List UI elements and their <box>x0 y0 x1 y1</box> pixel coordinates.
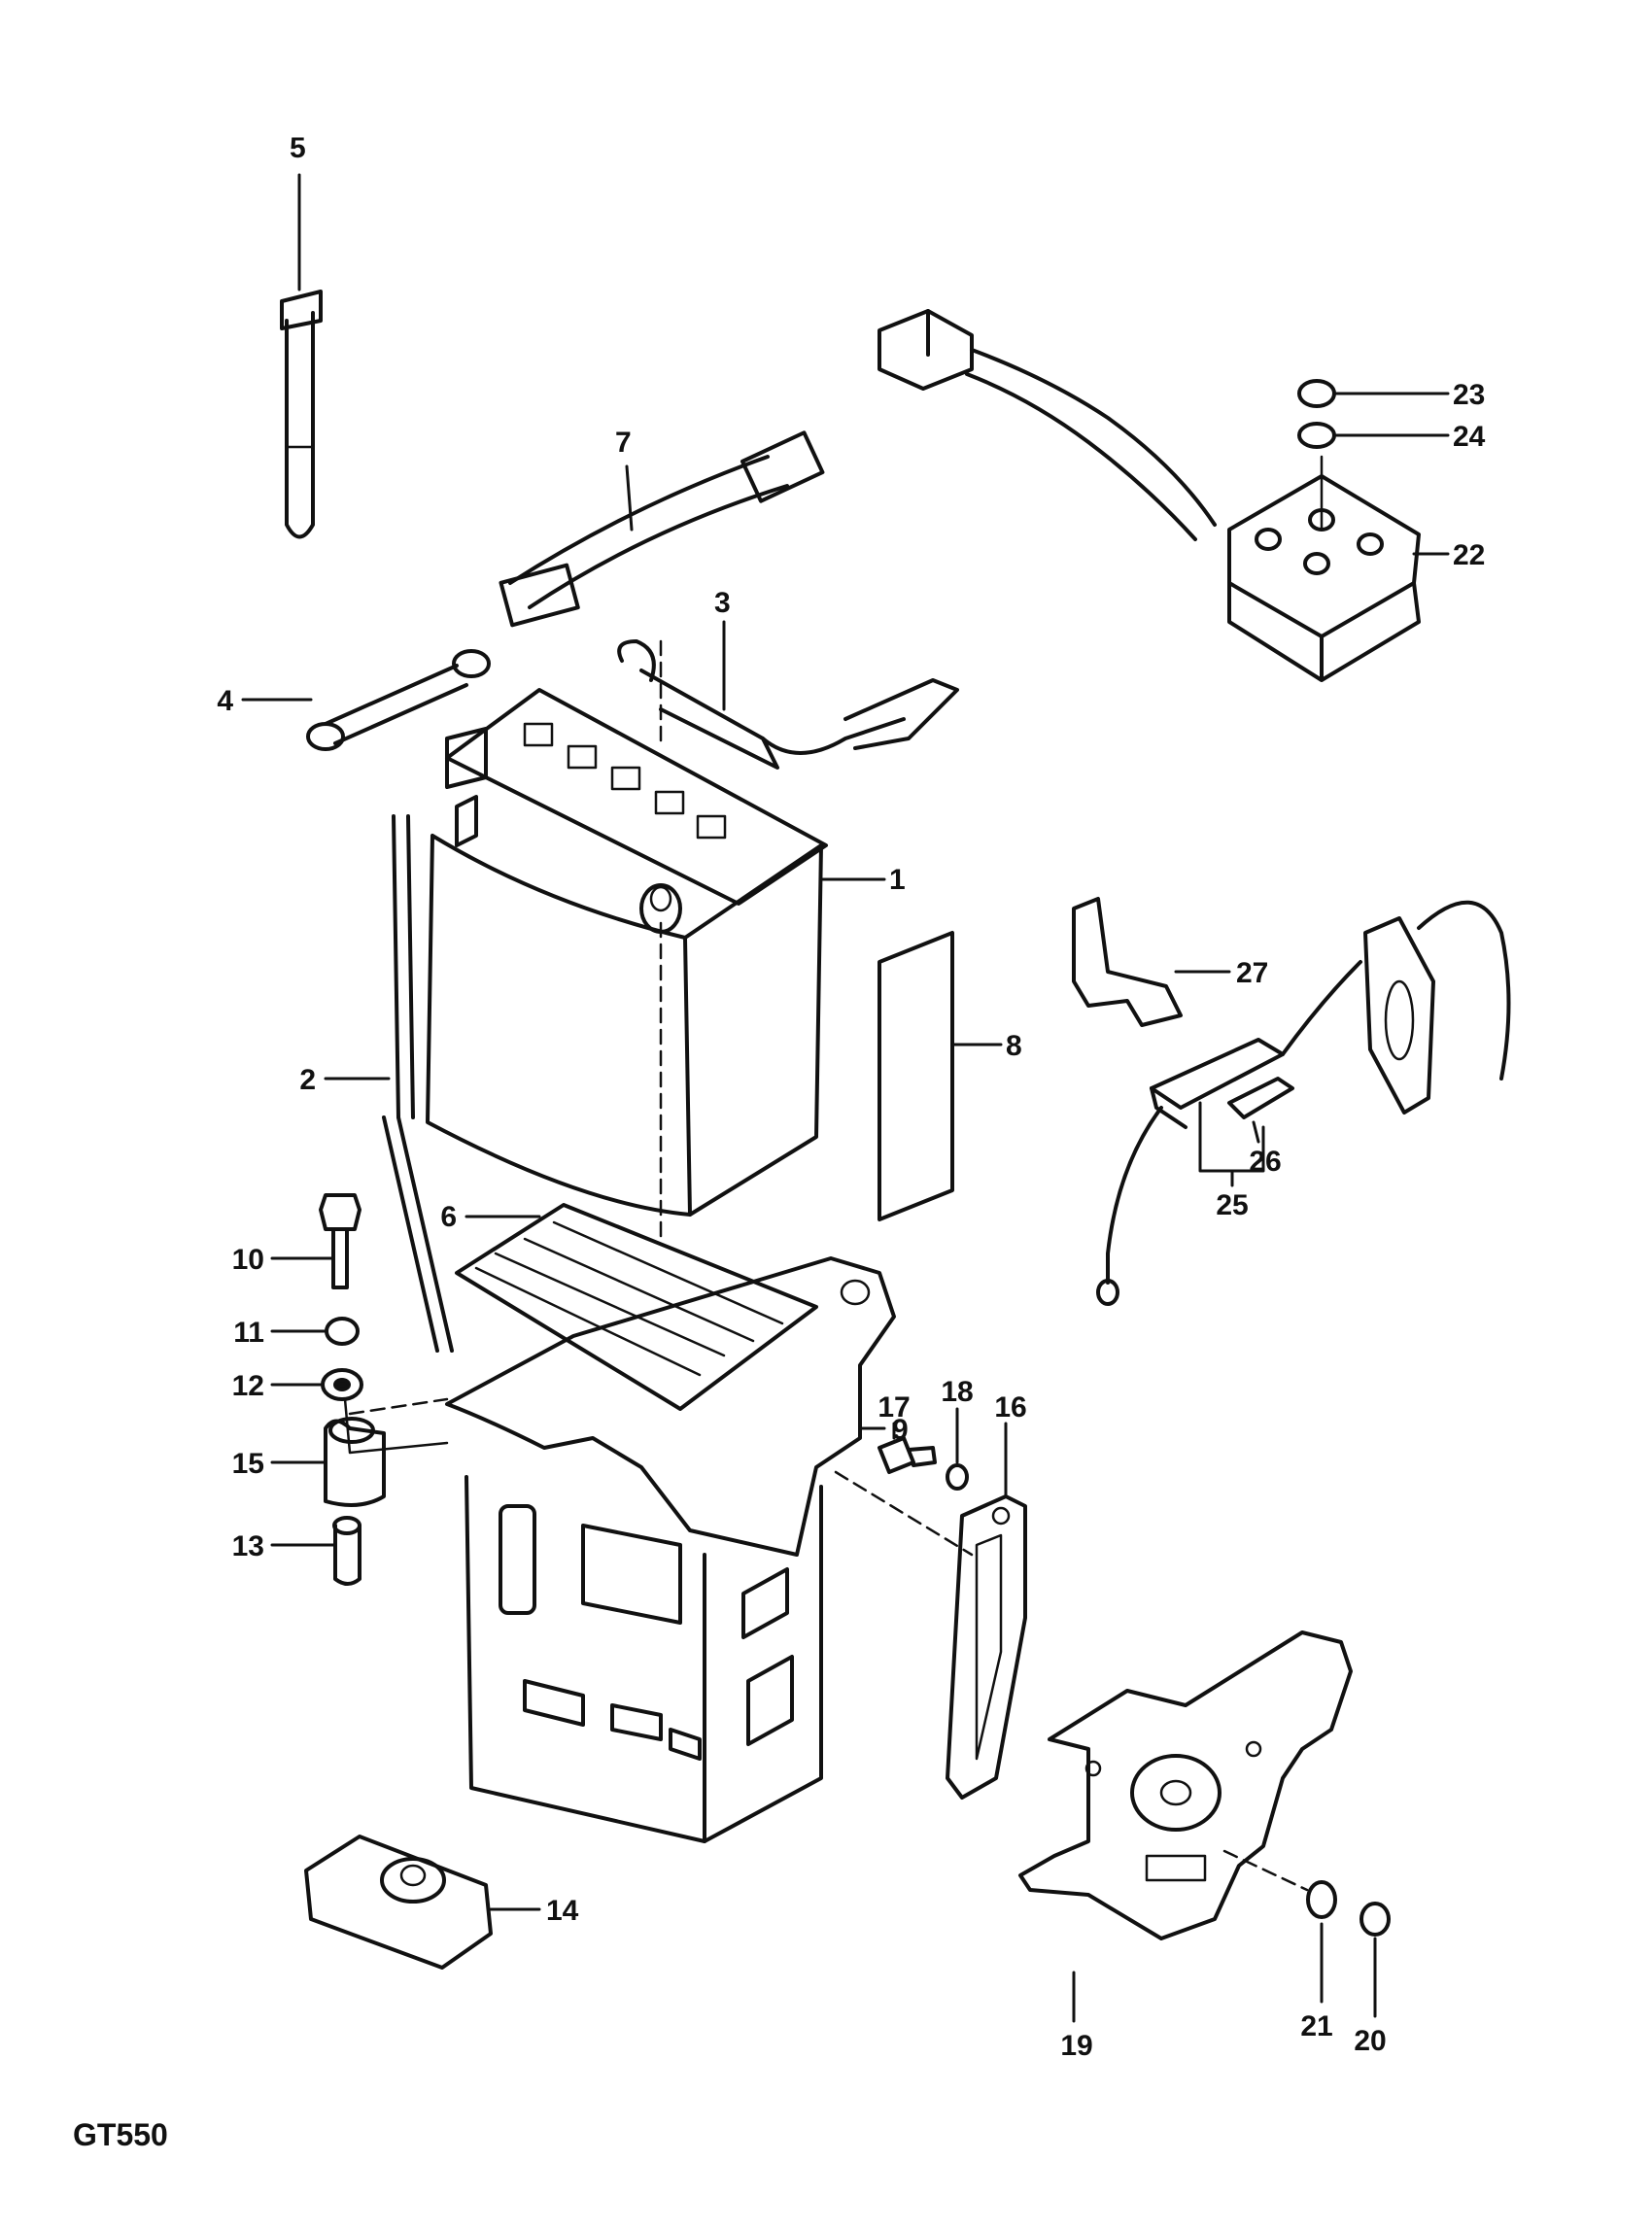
part-18-washer <box>946 1407 969 1491</box>
callout-11: 11 <box>233 1317 264 1349</box>
callout-14: 14 <box>546 1895 579 1927</box>
callout-17: 17 <box>878 1391 910 1424</box>
callout-19: 19 <box>1060 2030 1092 2062</box>
callout-21: 21 <box>1300 2010 1332 2042</box>
callout-10: 10 <box>232 1244 264 1276</box>
part-14-holder-block <box>304 1835 541 1970</box>
part-24-washer <box>1297 422 1450 449</box>
callout-16: 16 <box>994 1391 1026 1424</box>
model-code: GT550 <box>73 2117 168 2152</box>
part-20-nut <box>1359 1902 1391 2018</box>
callout-27: 27 <box>1236 957 1268 989</box>
part-21-washer <box>1306 1880 1337 2004</box>
part-16-mount-plate <box>834 1422 1027 1800</box>
part-6-tray-mat <box>455 1203 818 1411</box>
part-25-fuse-holder <box>1096 900 1511 1306</box>
part-9-battery-case <box>445 1256 896 1843</box>
callout-23: 23 <box>1453 379 1485 411</box>
callout-6: 6 <box>440 1201 457 1233</box>
callout-8: 8 <box>1006 1030 1022 1062</box>
callout-4: 4 <box>217 685 233 717</box>
callout-13: 13 <box>232 1530 264 1562</box>
part-15-cushion <box>270 1397 449 1507</box>
callout-7: 7 <box>615 427 632 459</box>
callout-2: 2 <box>299 1064 316 1096</box>
part-27-bracket <box>1072 897 1231 1027</box>
part-17-screw <box>878 1422 937 1474</box>
part-11-lock-washer <box>270 1317 360 1346</box>
part-3-positive-cable <box>617 620 959 770</box>
part-2-vent-tube <box>324 814 454 1353</box>
part-26-fuse <box>1227 1077 1294 1144</box>
part-5-terminal-tube <box>280 173 323 539</box>
part-7-battery-strap <box>499 430 825 628</box>
callout-22: 22 <box>1453 539 1485 571</box>
callout-3: 3 <box>714 587 731 619</box>
part-13-collar <box>270 1516 361 1586</box>
part-19-main-bracket <box>1018 1630 1353 2023</box>
callout-26: 26 <box>1249 1146 1281 1178</box>
part-4-battery-lead <box>241 649 491 751</box>
part-8-pad <box>878 931 1003 1221</box>
callout-18: 18 <box>941 1376 973 1408</box>
callout-25: 25 <box>1216 1189 1248 1221</box>
callout-24: 24 <box>1453 421 1486 453</box>
part-23-nut <box>1297 379 1450 408</box>
callout-9: 9 <box>892 1414 909 1446</box>
part-10-bolt <box>270 1193 361 1289</box>
callout-12: 12 <box>232 1370 264 1402</box>
part-1-battery <box>426 688 886 1217</box>
callout-15: 15 <box>232 1448 264 1480</box>
callout-1: 1 <box>889 864 906 896</box>
callout-20: 20 <box>1354 2025 1386 2057</box>
part-22-regulator <box>878 309 1450 682</box>
callout-5: 5 <box>290 132 306 164</box>
